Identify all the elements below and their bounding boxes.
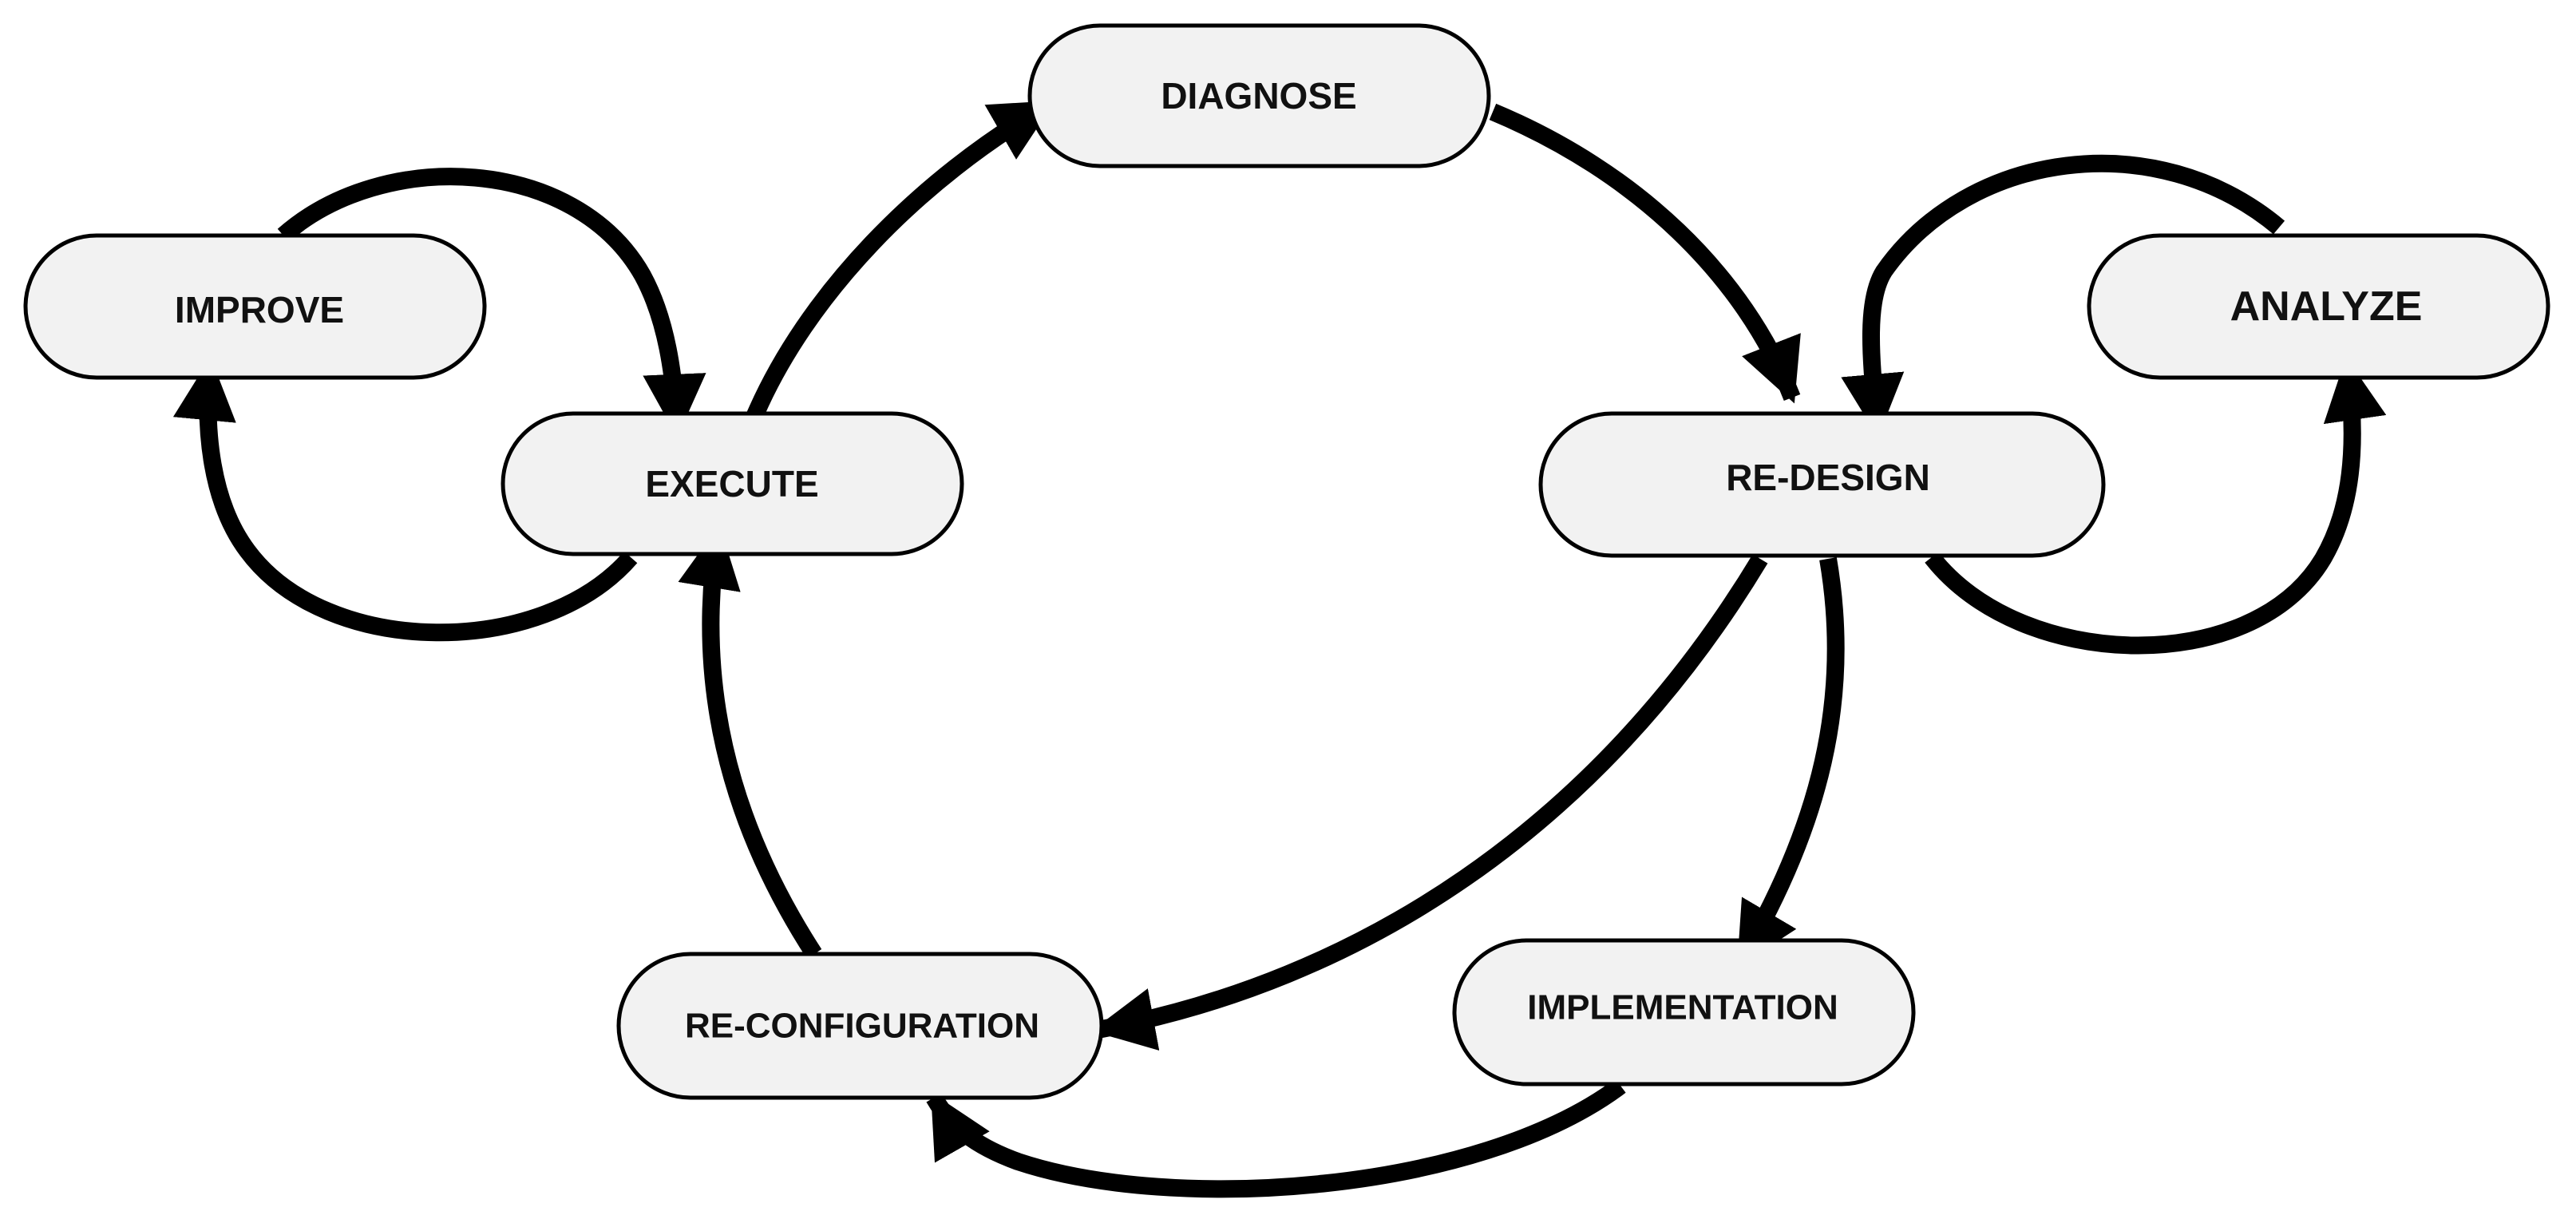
node-analyze: ANALYZE	[2087, 233, 2550, 380]
node-implementation-label: IMPLEMENTATION	[1527, 988, 1838, 1027]
edges	[172, 96, 2387, 1198]
edge-execute-to-improve	[172, 357, 638, 642]
node-redesign-label: RE-DESIGN	[1726, 457, 1930, 498]
edge-implementation-to-reconfiguration	[926, 1079, 1626, 1198]
node-execute-label: EXECUTE	[645, 463, 818, 505]
node-implementation: IMPLEMENTATION	[1452, 938, 1916, 1087]
node-analyze-label: ANALYZE	[2230, 283, 2423, 330]
node-improve-label: IMPROVE	[175, 289, 344, 331]
edge-redesign-to-reconfiguration	[1091, 554, 1768, 1051]
node-improve: IMPROVE	[23, 233, 487, 380]
edge-execute-to-diagnose	[746, 96, 1055, 421]
edge-reconfiguration-to-execute	[678, 524, 822, 959]
node-diagnose-label: DIAGNOSE	[1161, 75, 1356, 117]
node-diagnose: DIAGNOSE	[1027, 23, 1491, 168]
edge-redesign-to-analyze	[1925, 357, 2387, 655]
node-reconfiguration: RE-CONFIGURATION	[616, 952, 1104, 1100]
nodes: DIAGNOSE IMPROVE EXECUTE RE-DESIGN ANALY…	[23, 23, 2550, 1100]
node-execute: EXECUTE	[501, 411, 964, 556]
edge-diagnose-to-redesign	[1489, 103, 1801, 404]
edge-redesign-to-implementation	[1732, 557, 1845, 968]
node-reconfiguration-label: RE-CONFIGURATION	[685, 1007, 1039, 1046]
edge-analyze-to-redesign	[1841, 154, 2285, 437]
node-redesign: RE-DESIGN	[1538, 411, 2106, 558]
edge-improve-to-execute	[277, 168, 706, 437]
